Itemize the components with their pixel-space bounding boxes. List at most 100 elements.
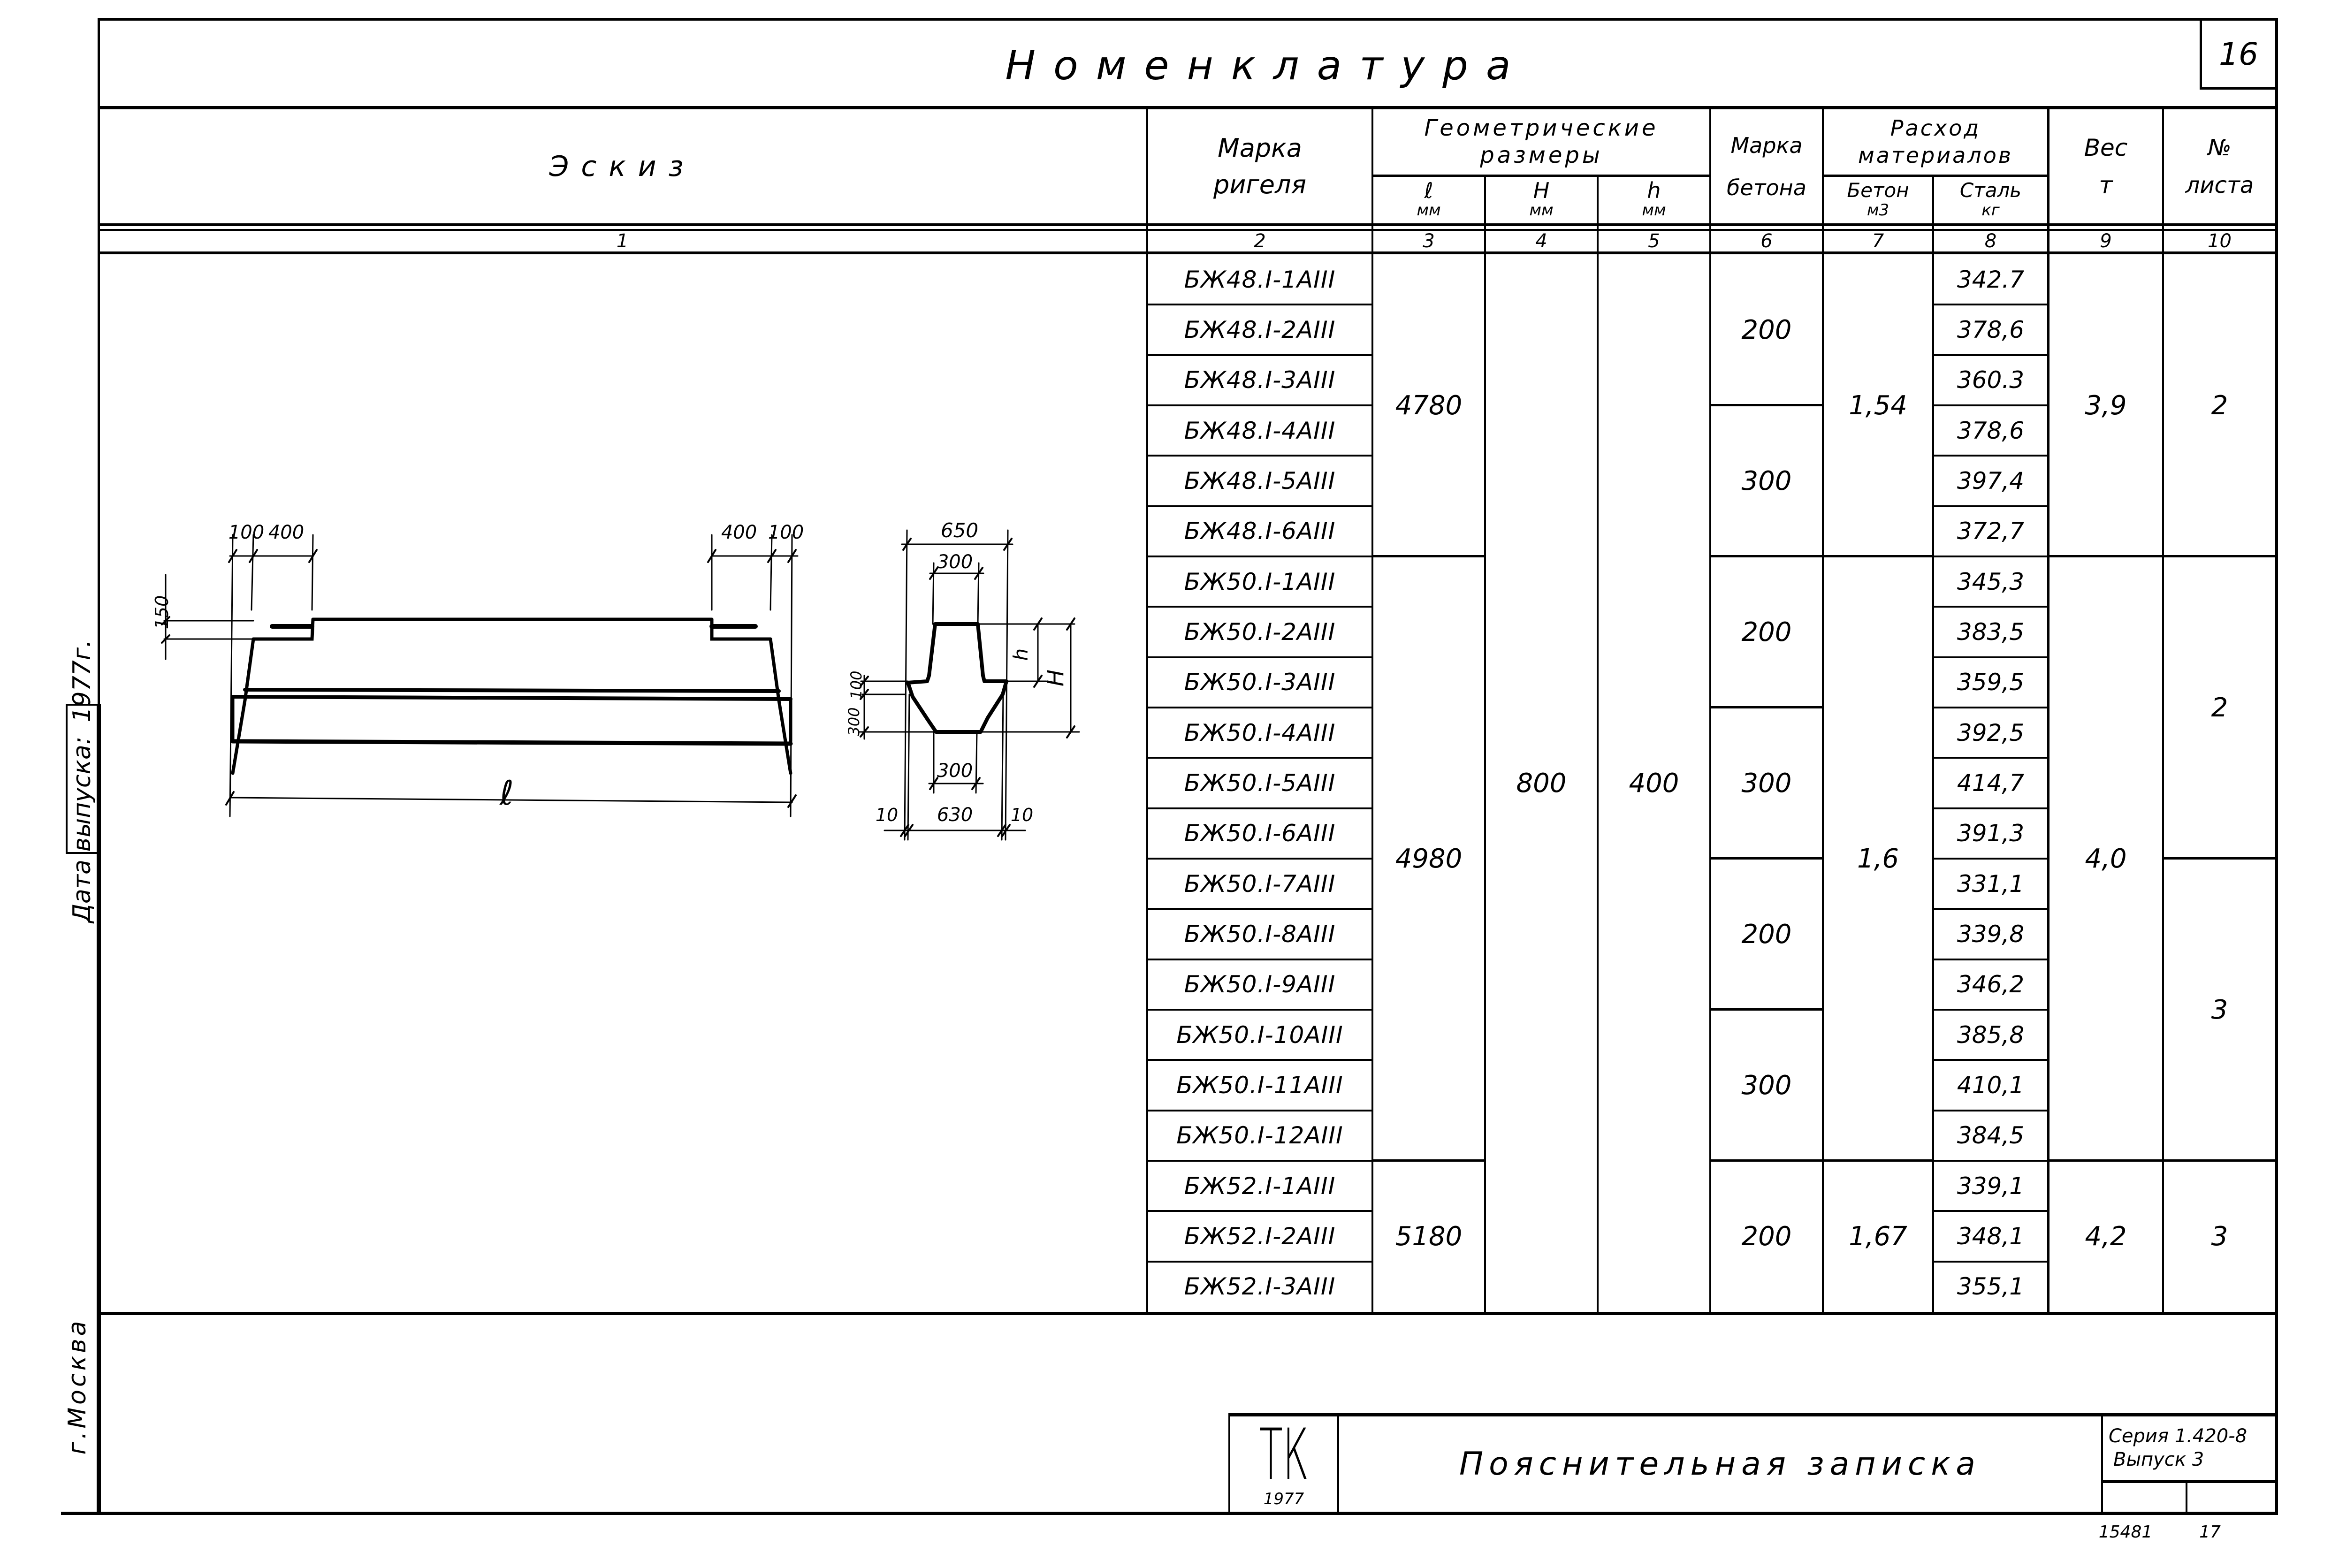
series-info: Серия 1.420-8 Выпуск 3: [2103, 1416, 2282, 1480]
row-divider: [1146, 556, 1371, 557]
table-row-mark: БЖ52.I-3АIII: [1184, 1273, 1336, 1301]
row-divider: [1146, 1109, 1371, 1111]
row-divider: [1933, 304, 2047, 306]
header-consumption-line2: материалов: [1858, 143, 2013, 168]
tk-logo-letters: ТК: [1258, 1414, 1309, 1496]
header-mark-line1: Марка: [1218, 133, 1302, 163]
dim-300-side: 300: [845, 707, 863, 736]
group-divider: [1710, 857, 1822, 860]
row-divider: [1146, 858, 1371, 860]
table-row-mark: БЖ50.I-2АIII: [1184, 618, 1336, 646]
header-l-symbol: ℓ: [1424, 178, 1433, 203]
group-divider: [1710, 706, 1822, 708]
table-row-mark: БЖ50.I-6АIII: [1184, 820, 1336, 847]
row-divider: [1933, 354, 2047, 356]
merged-l: 4980: [1395, 843, 1463, 874]
row-divider: [1146, 1009, 1371, 1011]
header-l: ℓ мм: [1373, 177, 1484, 223]
table-row-mark: БЖ52.I-1АIII: [1184, 1172, 1336, 1200]
group-divider: [2048, 1159, 2163, 1162]
colnum-3: 3: [1423, 230, 1435, 252]
table-row-steel: 359,5: [1957, 669, 2025, 696]
header-concrete-grade: Марка бетона: [1711, 113, 1822, 221]
table-row-mark: БЖ48.I-3АIII: [1184, 366, 1336, 394]
table-row-steel: 360.3: [1957, 366, 2025, 394]
header-concrete-unit: м3: [1867, 201, 1889, 220]
table-row-mark: БЖ50.I-12АIII: [1176, 1122, 1343, 1149]
table-row-mark: БЖ50.I-7АIII: [1184, 870, 1336, 898]
table-row-mark: БЖ50.I-10АIII: [1176, 1021, 1343, 1049]
row-divider: [1146, 354, 1371, 356]
group-divider: [1710, 1159, 1822, 1162]
merged-concrete-grade: 300: [1741, 768, 1792, 799]
merged-H: 800: [1516, 768, 1567, 799]
group-divider: [1710, 1008, 1822, 1011]
header-geometry-line1: Геометрические: [1424, 115, 1659, 141]
table-row-mark: БЖ48.I-1АIII: [1184, 266, 1336, 293]
series-line1: Серия 1.420-8: [2109, 1425, 2248, 1447]
dim-100-side: 100: [847, 670, 865, 700]
table-row-steel: 348,1: [1957, 1222, 2025, 1250]
merged-concrete-grade: 200: [1741, 314, 1792, 345]
header-consumption: Расход материалов: [1824, 109, 2047, 175]
table-row-steel: 385,8: [1957, 1021, 2025, 1049]
merged-sheet-no: 2: [2211, 390, 2228, 421]
table-row-mark: БЖ50.I-1АIII: [1184, 568, 1336, 595]
table-row-steel: 378,6: [1957, 316, 2025, 343]
header-h: h мм: [1599, 177, 1709, 223]
merged-concrete-grade: 200: [1741, 617, 1792, 647]
row-divider: [1146, 1059, 1371, 1061]
header-weight-label: Вес: [2084, 134, 2128, 161]
header-sheet-no-line2: листа: [2185, 172, 2254, 198]
dim-right-400: 400: [721, 522, 757, 543]
merged-concrete-volume: 1,67: [1849, 1221, 1907, 1252]
dim-right-100: 100: [768, 522, 804, 543]
table-row-mark: БЖ48.I-4АIII: [1184, 417, 1336, 444]
dim-300-bottom: 300: [937, 760, 973, 782]
sheet-title: Номенклатура: [1005, 42, 1529, 89]
merged-concrete-grade: 300: [1741, 1070, 1792, 1101]
header-mark: Марка ригеля: [1148, 113, 1371, 221]
row-divider: [1933, 807, 2047, 809]
dim-650: 650: [940, 518, 979, 542]
group-divider: [2163, 857, 2276, 860]
row-divider: [1146, 656, 1371, 658]
row-divider: [1146, 707, 1371, 708]
row-divider: [1933, 455, 2047, 457]
header-geometry-line2: размеры: [1480, 142, 1603, 168]
header-steel-label: Сталь: [1959, 179, 2022, 202]
footer-number-right: 17: [2199, 1522, 2221, 1542]
row-divider: [1933, 606, 2047, 608]
table-row-steel: 391,3: [1957, 820, 2025, 847]
table-row-steel: 414,7: [1957, 769, 2025, 797]
row-divider: [1146, 807, 1371, 809]
row-divider: [1933, 1160, 2047, 1162]
header-mark-line2: ригеля: [1213, 170, 1306, 199]
table-row-steel: 339,8: [1957, 920, 2025, 948]
header-steel-unit: кг: [1981, 201, 2000, 220]
row-divider: [1933, 858, 2047, 860]
table-row-mark: БЖ50.I-9АIII: [1184, 971, 1336, 998]
colnum-9: 9: [2100, 230, 2112, 252]
group-divider: [1710, 555, 1822, 557]
group-divider: [1822, 1159, 1933, 1162]
row-divider: [1146, 304, 1371, 306]
colnum-8: 8: [1984, 230, 1997, 252]
merged-concrete-grade: 300: [1741, 465, 1792, 496]
table-row-steel: 346,2: [1957, 971, 2025, 998]
header-concrete-grade-line2: бетона: [1727, 175, 1806, 200]
tk-logo: ТК 1977: [1230, 1417, 1337, 1511]
document-title: Пояснительная записка: [1459, 1445, 1981, 1483]
row-divider: [1933, 757, 2047, 759]
header-geometry: Геометрические размеры: [1373, 109, 1709, 175]
table-row-steel: 378,6: [1957, 417, 2025, 444]
group-divider: [1822, 555, 1933, 557]
header-H: H мм: [1486, 177, 1597, 223]
table-row-steel: 355,1: [1957, 1273, 2025, 1301]
dim-length: ℓ: [500, 773, 514, 813]
row-divider: [1933, 958, 2047, 960]
header-sheet-no: № листа: [2164, 113, 2275, 221]
table-row-mark: БЖ48.I-6АIII: [1184, 518, 1336, 545]
